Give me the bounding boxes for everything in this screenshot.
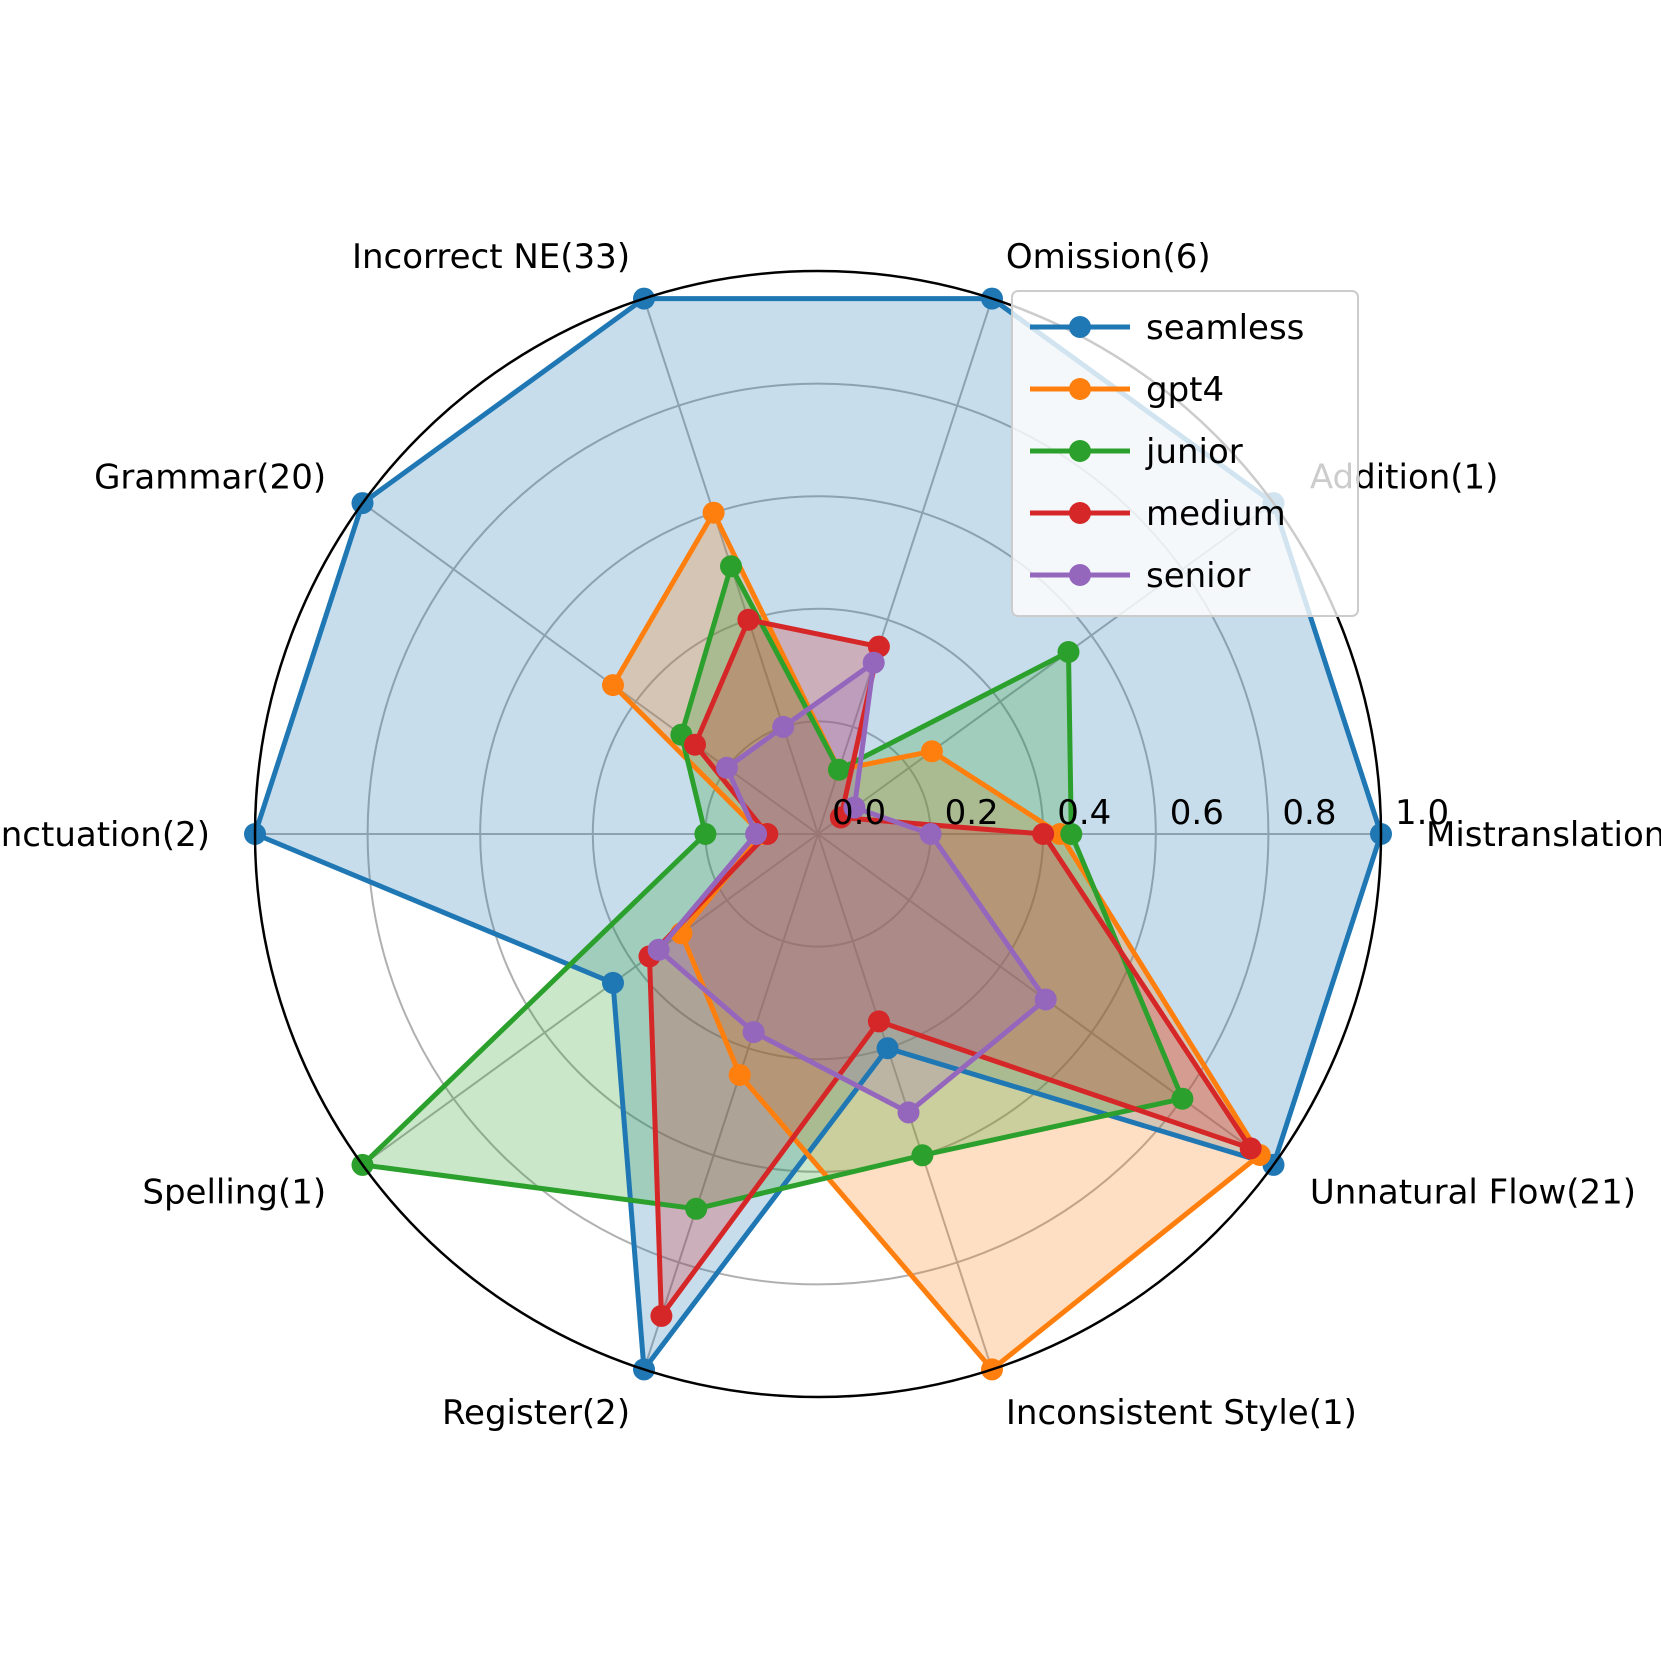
data-point-gpt4 (702, 501, 725, 524)
axis-label-3: Incorrect NE(33) (352, 237, 630, 277)
data-point-senior (745, 823, 768, 845)
r-tick-label: 0.2 (945, 793, 999, 833)
data-point-medium (867, 1010, 890, 1033)
data-point-seamless (876, 1037, 899, 1060)
data-point-gpt4 (920, 740, 943, 763)
data-point-medium (650, 1304, 673, 1327)
data-point-senior (647, 938, 670, 961)
legend-marker-seamless (1069, 316, 1091, 338)
grid-spoke (361, 833, 819, 1166)
data-point-junior (827, 758, 850, 781)
series-fill-senior (658, 662, 1046, 1113)
r-tick-label: 0.4 (1057, 793, 1111, 833)
data-point-junior (1060, 823, 1083, 845)
radial-tick-labels: 0.0 0.2 0.4 0.6 0.8 1.0 (832, 793, 1449, 833)
data-point-senior (715, 756, 738, 779)
legend-marker-gpt4 (1069, 378, 1091, 400)
legend-label-medium: medium (1146, 494, 1286, 534)
data-point-medium (1032, 823, 1055, 845)
r-tick-label: 0.6 (1170, 793, 1224, 833)
legend-marker-senior (1069, 564, 1091, 586)
grid-spoke (817, 833, 993, 1370)
data-point-senior (843, 796, 866, 819)
series-fill-junior (362, 566, 1183, 1209)
legend-box (1011, 290, 1359, 617)
legend-marker-junior (1069, 440, 1091, 462)
legend-label-seamless: seamless (1146, 308, 1304, 348)
legend: seamless gpt4 junior medium senior (1011, 290, 1359, 617)
data-point-junior (1057, 641, 1080, 663)
data-point-medium (737, 608, 760, 631)
axis-label-7: Register(2) (442, 1393, 630, 1433)
polar-frame-circle (253, 269, 1383, 1399)
data-point-junior (720, 555, 742, 578)
data-point-senior (919, 823, 942, 845)
r-tick-label: 0.0 (832, 793, 886, 833)
data-point-junior (911, 1144, 934, 1167)
data-point-seamless (602, 971, 624, 994)
data-point-junior (685, 1197, 708, 1220)
data-point-junior (694, 823, 717, 845)
axis-label-8: Inconsistent Style(1) (1006, 1393, 1357, 1433)
data-point-medium (684, 733, 706, 756)
axis-label-5: Punctuation(2) (0, 815, 210, 855)
legend-label-senior: senior (1146, 556, 1250, 596)
grid-spoke (643, 833, 819, 1370)
r-tick-label: 0.8 (1282, 793, 1336, 833)
series-fill-medium (649, 619, 1251, 1316)
axis-label-0: Mistranslation(48) (1426, 815, 1661, 855)
data-point-senior (772, 715, 795, 738)
legend-marker-medium (1069, 502, 1091, 524)
data-point-junior (1171, 1087, 1194, 1110)
data-point-senior (862, 651, 885, 674)
legend-label-gpt4: gpt4 (1146, 370, 1224, 410)
data-point-gpt4 (728, 1064, 751, 1086)
data-point-gpt4 (602, 674, 624, 697)
axis-label-4: Grammar(20) (94, 458, 326, 498)
legend-label-junior: junior (1145, 432, 1243, 472)
data-point-senior (1034, 988, 1057, 1011)
data-point-medium (1239, 1137, 1262, 1160)
grid-spoke (817, 298, 993, 835)
axis-label-9: Unnatural Flow(21) (1310, 1172, 1636, 1212)
data-point-senior (897, 1101, 920, 1124)
r-tick-label: 1.0 (1395, 793, 1449, 833)
axis-label-6: Spelling(1) (142, 1172, 326, 1212)
axis-label-2: Omission(6) (1006, 237, 1211, 277)
polar-frame (253, 269, 1383, 1399)
data-point-senior (742, 1021, 765, 1044)
grid-spoke (361, 502, 819, 835)
polar-grid (255, 298, 1381, 1370)
